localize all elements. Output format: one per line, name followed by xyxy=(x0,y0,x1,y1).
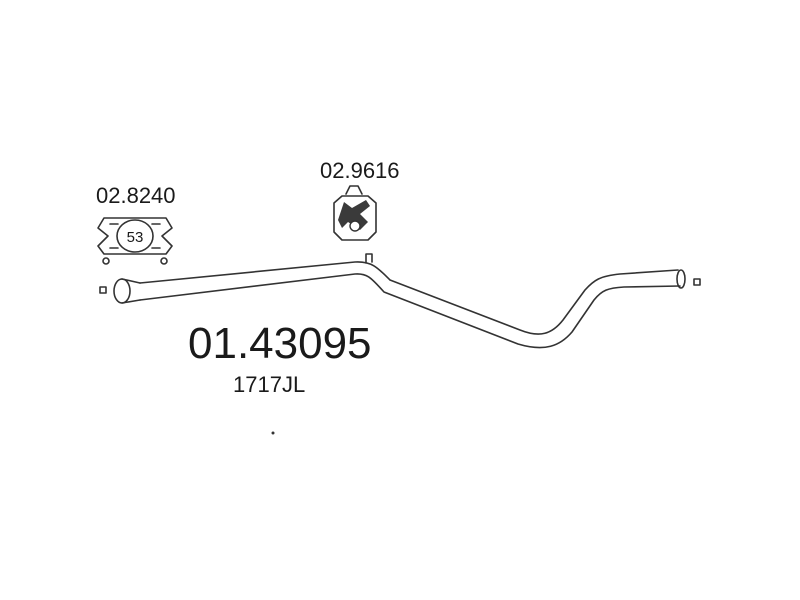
hanger-part-number: 02.9616 xyxy=(320,158,400,183)
clamp-icon xyxy=(97,217,173,265)
clamp-size-label: 53 xyxy=(127,229,144,246)
dot-mark xyxy=(271,431,275,435)
clamp-part-number: 02.8240 xyxy=(96,183,176,208)
exhaust-pipe xyxy=(113,253,686,349)
oem-reference: 1717JL xyxy=(233,372,305,397)
hanger-icon xyxy=(333,185,377,241)
right-end-marker xyxy=(693,278,701,286)
main-part-number: 01.43095 xyxy=(188,319,372,368)
left-end-marker xyxy=(99,286,107,294)
